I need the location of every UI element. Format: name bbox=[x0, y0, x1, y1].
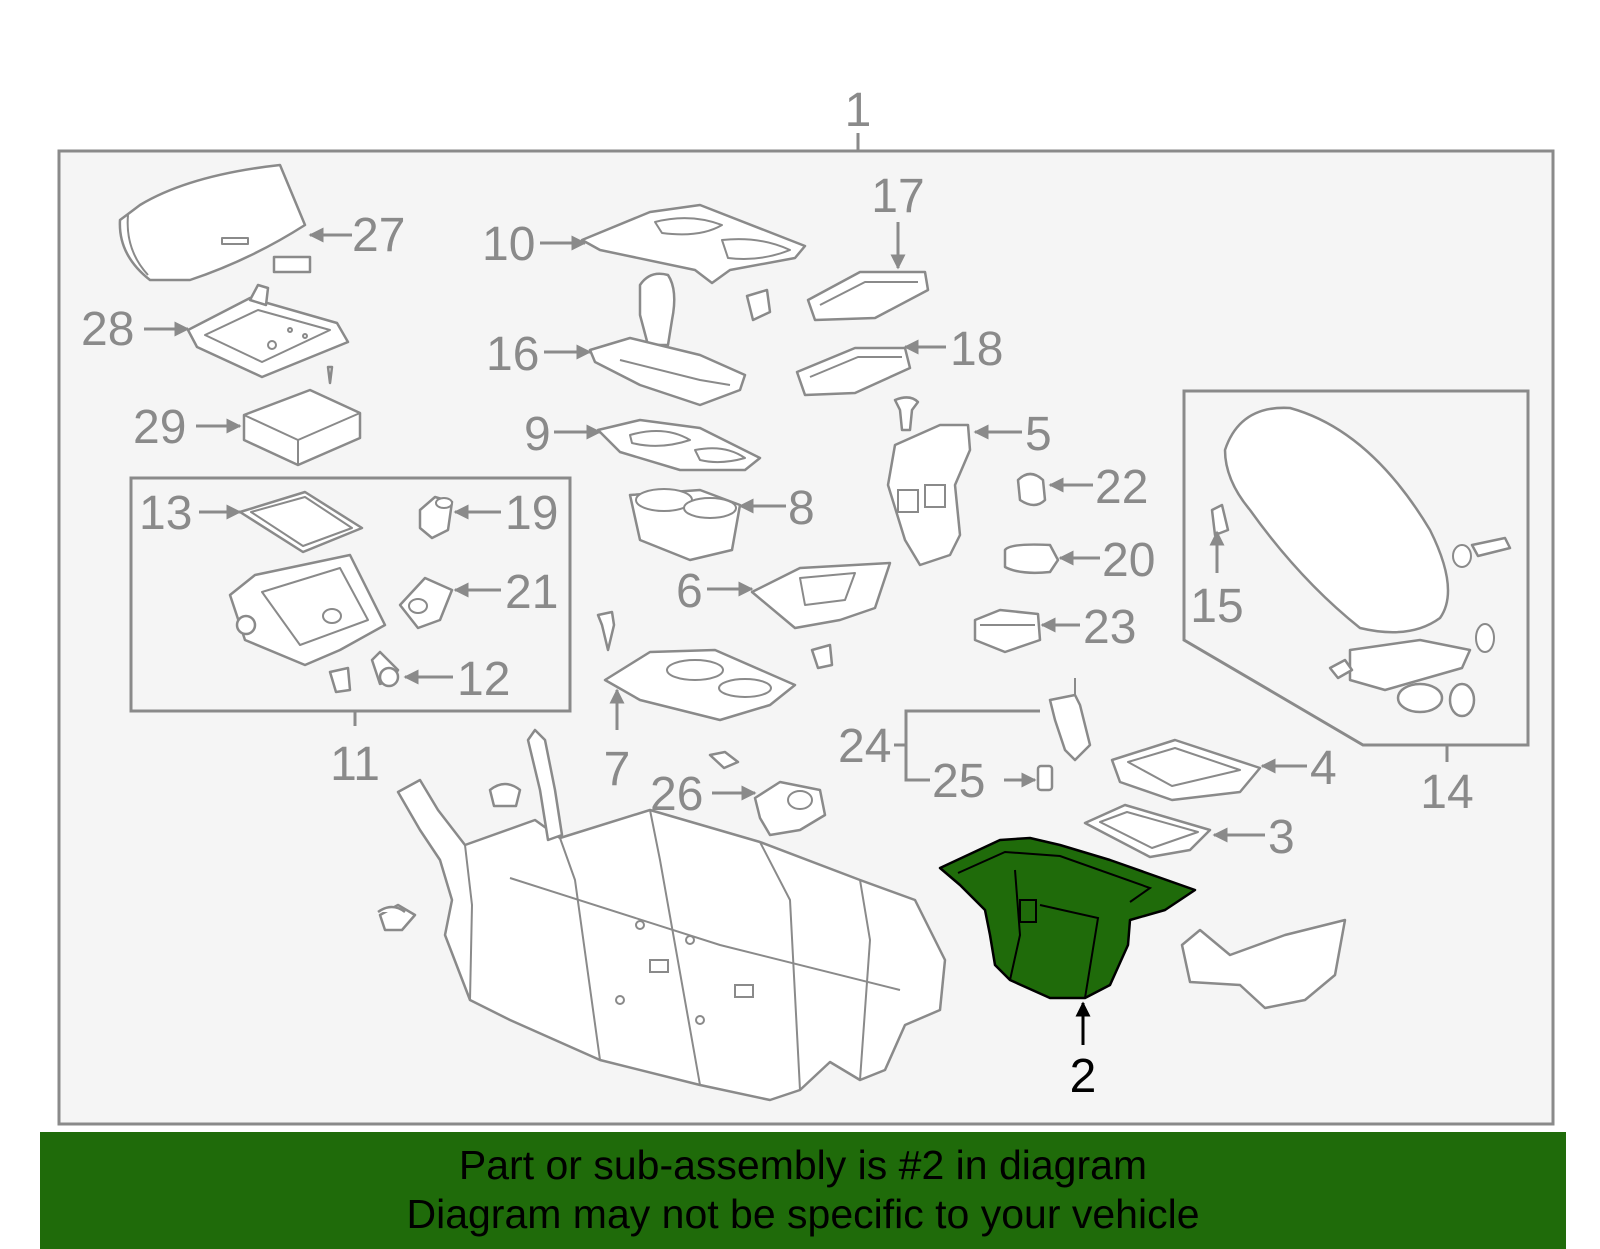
callout-21: 21 bbox=[505, 566, 558, 619]
part-6-housing bbox=[750, 561, 892, 670]
callout-18: 18 bbox=[950, 323, 1003, 376]
callout-7: 7 bbox=[604, 743, 631, 796]
callout-2: 2 bbox=[1070, 1050, 1097, 1103]
part-side-panel bbox=[1180, 918, 1347, 1010]
callout-23: 23 bbox=[1083, 601, 1136, 654]
part-25-clip bbox=[1036, 764, 1054, 792]
callout-17: 17 bbox=[871, 170, 924, 223]
callout-29: 29 bbox=[133, 401, 186, 454]
part-9-plate bbox=[596, 418, 762, 472]
callout-20: 20 bbox=[1102, 534, 1155, 587]
part-3-mat bbox=[1083, 803, 1212, 859]
part-26-bracket bbox=[708, 750, 827, 837]
part-24-latch bbox=[1048, 678, 1092, 762]
callout-9: 9 bbox=[524, 408, 551, 461]
part-4-tray bbox=[1110, 738, 1262, 802]
part-27-lid bbox=[118, 163, 312, 282]
callout-labels: 1 27 28 29 13 19 21 12 11 10 16 9 8 6 7 … bbox=[81, 84, 1474, 1103]
info-banner: Part or sub-assembly is #2 in diagram Di… bbox=[40, 1132, 1566, 1249]
part-20-socket bbox=[1003, 543, 1060, 575]
callout-19: 19 bbox=[505, 487, 558, 540]
callout-13: 13 bbox=[139, 487, 192, 540]
callout-14: 14 bbox=[1420, 766, 1473, 819]
callout-25: 25 bbox=[932, 755, 985, 808]
part-fastener bbox=[377, 905, 406, 914]
callout-8: 8 bbox=[788, 482, 815, 535]
part-8-cupholder bbox=[628, 488, 742, 562]
callout-16: 16 bbox=[486, 328, 539, 381]
callout-28: 28 bbox=[81, 303, 134, 356]
callout-15: 15 bbox=[1190, 580, 1243, 633]
part-16-shifter bbox=[588, 272, 747, 407]
part-5-bracket bbox=[886, 396, 972, 567]
part-17-switch-panel bbox=[806, 270, 930, 322]
part-13-mat bbox=[238, 490, 364, 554]
banner-line-2: Diagram may not be specific to your vehi… bbox=[406, 1191, 1200, 1237]
part-14-armrest bbox=[1210, 406, 1512, 718]
part-console-body bbox=[378, 728, 947, 1102]
part-10-bezel bbox=[580, 203, 807, 322]
callout-12: 12 bbox=[457, 653, 510, 706]
part-22-button bbox=[1016, 472, 1047, 507]
banner-line-1: Part or sub-assembly is #2 in diagram bbox=[458, 1142, 1148, 1188]
part-19-fitting bbox=[418, 495, 454, 540]
callout-10: 10 bbox=[482, 218, 535, 271]
part-28-tray bbox=[186, 283, 350, 385]
leader-arrows bbox=[144, 222, 1307, 1045]
callout-6: 6 bbox=[676, 565, 703, 618]
callout-27: 27 bbox=[352, 209, 405, 262]
part-29-module bbox=[242, 388, 362, 467]
part-2-storage-bin bbox=[938, 836, 1197, 1000]
part-21-fitting bbox=[398, 576, 454, 630]
part-11-bin bbox=[228, 553, 387, 694]
part-18-switch-panel bbox=[795, 346, 912, 397]
callout-4: 4 bbox=[1310, 742, 1337, 795]
callout-5: 5 bbox=[1025, 408, 1052, 461]
callout-11: 11 bbox=[330, 738, 380, 791]
callout-22: 22 bbox=[1095, 461, 1148, 514]
part-12-screw bbox=[370, 650, 400, 688]
callout-24: 24 bbox=[838, 720, 891, 773]
subassembly-box-11 bbox=[129, 476, 572, 713]
part-23-module bbox=[973, 608, 1042, 654]
callout-1: 1 bbox=[845, 84, 872, 137]
callout-26: 26 bbox=[650, 768, 703, 821]
part-7-bezel bbox=[596, 610, 797, 722]
callout-3: 3 bbox=[1268, 811, 1295, 864]
